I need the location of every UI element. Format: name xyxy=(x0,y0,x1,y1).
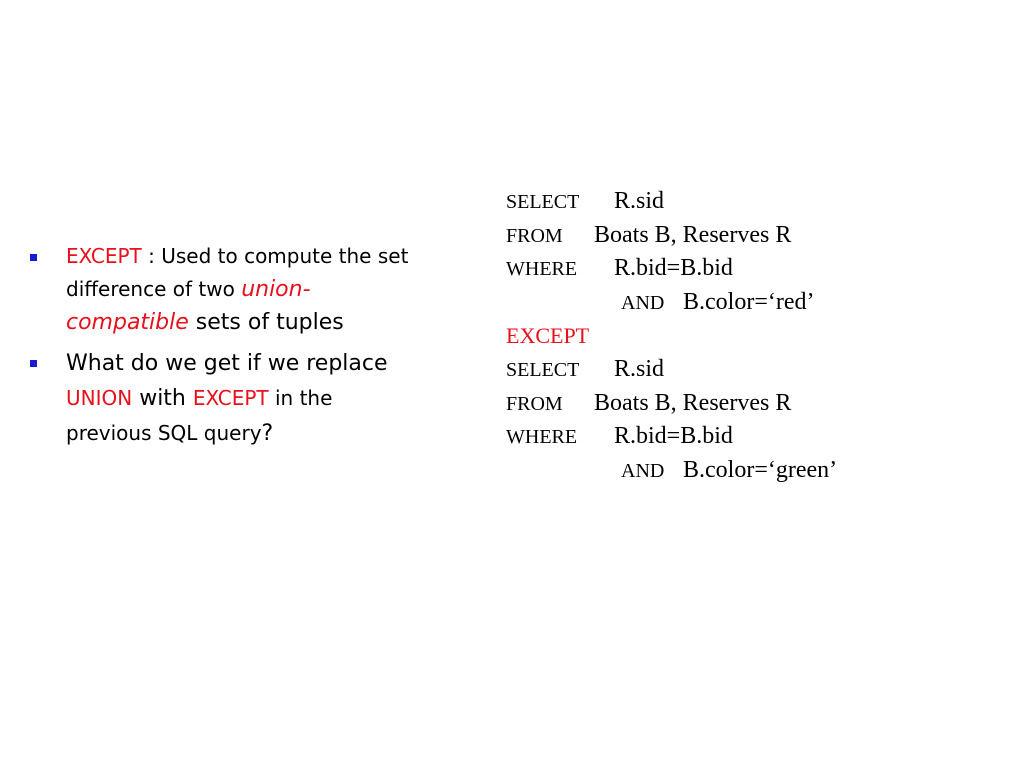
sql-value: B.color=‘red’ xyxy=(683,288,815,315)
question-mark: ? xyxy=(261,421,274,446)
sql-value: Boats B, Reserves R xyxy=(594,221,792,248)
bullet-text: sets of tuples xyxy=(188,310,344,335)
sql-except-keyword: EXCEPT xyxy=(506,323,590,349)
bullet-line: compatible sets of tuples xyxy=(66,306,480,340)
sql-value: R.sid xyxy=(614,355,665,382)
bullet-square-icon xyxy=(30,360,37,367)
union-keyword: UNION xyxy=(66,386,133,410)
bullet-text: : Used to compute the set xyxy=(141,244,409,268)
bullet-item-except-definition: EXCEPT : Used to compute the set differe… xyxy=(30,240,480,340)
sql-and-line: AND B.color=‘red’ xyxy=(506,286,1006,320)
sql-value: R.sid xyxy=(614,188,665,214)
union-compatible-term: compatible xyxy=(66,310,189,335)
sql-value: B.color=‘green’ xyxy=(683,456,838,483)
bullet-text: previous SQL query xyxy=(66,421,262,445)
sql-keyword: FROM xyxy=(506,392,563,415)
except-keyword: EXCEPT xyxy=(66,244,142,268)
sql-keyword: SELECT xyxy=(506,191,580,213)
sql-keyword: WHERE xyxy=(506,258,578,281)
bullet-line: What do we get if we replace xyxy=(66,346,480,381)
sql-where-line: WHERE R.bid=B.bid xyxy=(506,420,1006,454)
sql-from-line: FROM Boats B, Reserves R xyxy=(506,219,1006,253)
bullet-line: difference of two union- xyxy=(66,273,480,306)
bullet-line: previous SQL query? xyxy=(66,416,480,451)
sql-and-line: AND B.color=‘green’ xyxy=(506,454,1006,488)
bullet-item-question: What do we get if we replace UNION with … xyxy=(30,346,480,451)
bullet-text: with xyxy=(132,386,193,411)
union-compatible-term: union- xyxy=(241,277,311,302)
bullet-line: EXCEPT : Used to compute the set xyxy=(66,240,480,273)
sql-from-line: FROM Boats B, Reserves R xyxy=(506,387,1006,421)
except-keyword: EXCEPT xyxy=(192,386,269,410)
sql-value: R.bid=B.bid xyxy=(614,255,733,282)
sql-keyword: FROM xyxy=(506,224,563,247)
sql-where-line: WHERE R.bid=B.bid xyxy=(506,252,1006,286)
sql-select-line: SELECT R.sid xyxy=(506,185,1006,219)
bullet-square-icon xyxy=(30,254,37,261)
sql-query-block: SELECT R.sid FROM Boats B, Reserves R WHER… xyxy=(506,185,1006,487)
bullet-text: in the xyxy=(268,386,333,410)
sql-value: Boats B, Reserves R xyxy=(594,389,792,416)
bullet-text: difference of two xyxy=(66,277,242,301)
sql-keyword: AND xyxy=(621,291,665,314)
sql-keyword: AND xyxy=(621,459,665,482)
sql-keyword: WHERE xyxy=(506,426,578,449)
bullet-text: What do we get if we replace xyxy=(66,351,388,376)
bullet-line: UNION with EXCEPT in the xyxy=(66,381,480,416)
sql-keyword: SELECT xyxy=(506,358,580,381)
bullet-list: EXCEPT : Used to compute the set differe… xyxy=(30,240,480,451)
sql-value: R.bid=B.bid xyxy=(614,423,733,450)
sql-select-line: SELECT R.sid xyxy=(506,353,1006,387)
